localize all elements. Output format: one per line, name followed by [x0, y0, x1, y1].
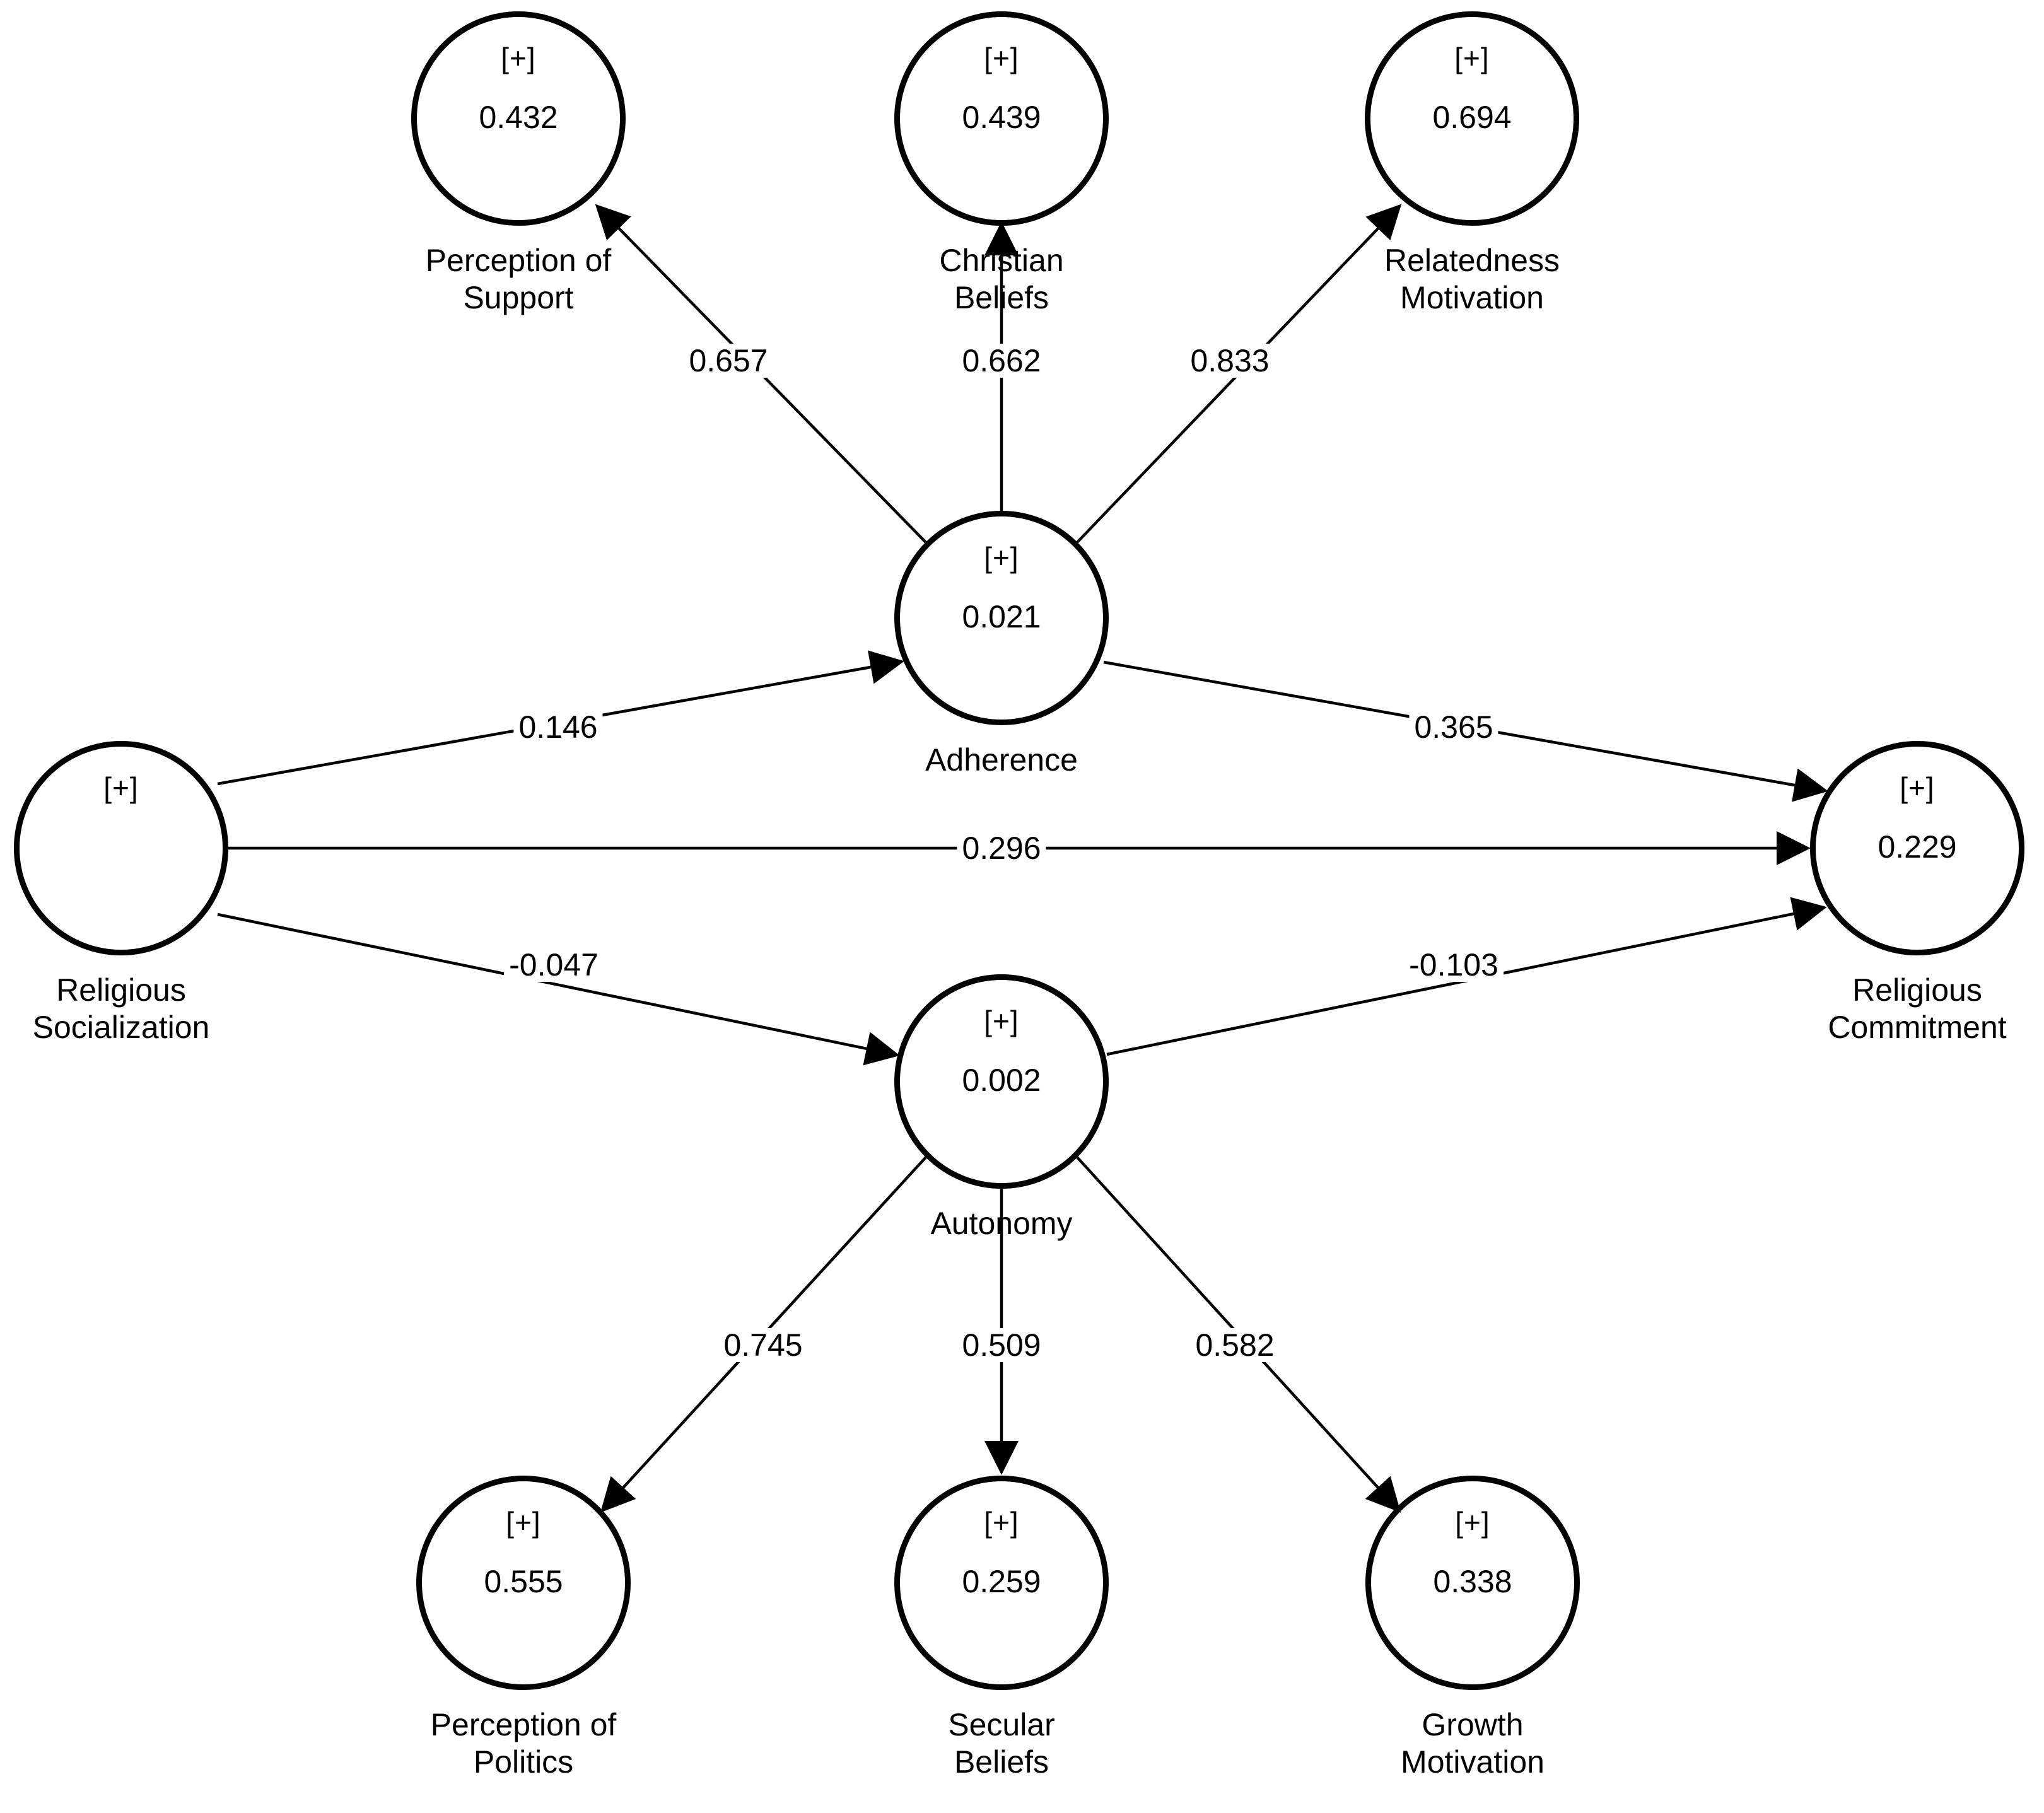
- edge-coefficient-adherence-to-perception-of-support: 0.657: [684, 344, 773, 378]
- node-value: 0.259: [962, 1564, 1041, 1599]
- node-positive-marker: [+]: [984, 1005, 1019, 1037]
- node-secular-beliefs[interactable]: [+] 0.259: [894, 1476, 1109, 1690]
- node-positive-marker: [+]: [501, 42, 536, 74]
- node-value: 0.694: [1432, 100, 1512, 135]
- node-value: 0.021: [962, 599, 1041, 634]
- node-value: 0.439: [962, 100, 1041, 135]
- node-religious-socialization[interactable]: [+]: [14, 741, 228, 955]
- node-perception-of-politics[interactable]: [+] 0.555: [416, 1476, 631, 1690]
- node-perception-of-support[interactable]: [+] 0.432: [411, 11, 626, 226]
- node-value: 0.002: [962, 1063, 1041, 1098]
- node-value: 0.432: [479, 100, 558, 135]
- node-positive-marker: [+]: [1455, 1506, 1490, 1539]
- edge-coefficient-adherence-to-relatedness-motivation: 0.833: [1185, 344, 1275, 378]
- node-value: 0.338: [1433, 1564, 1512, 1599]
- edge-coefficient-socialization-to-commitment: 0.296: [957, 831, 1046, 865]
- edge-coefficient-autonomy-to-commitment: -0.103: [1404, 948, 1504, 982]
- edge-coefficient-socialization-to-autonomy: -0.047: [504, 948, 604, 982]
- node-positive-marker: [+]: [103, 771, 139, 804]
- node-positive-marker: [+]: [984, 541, 1019, 574]
- node-religious-commitment[interactable]: [+] 0.229: [1810, 741, 2024, 955]
- edge-coefficient-socialization-to-adherence: 0.146: [513, 710, 603, 744]
- node-christian-beliefs[interactable]: [+] 0.439: [894, 11, 1109, 226]
- edge-coefficient-autonomy-to-secular-beliefs: 0.509: [957, 1328, 1046, 1362]
- node-adherence[interactable]: [+] 0.021: [894, 511, 1109, 725]
- edge-coefficient-adherence-to-christian-beliefs: 0.662: [957, 344, 1046, 378]
- node-positive-marker: [+]: [506, 1506, 541, 1539]
- node-positive-marker: [+]: [984, 42, 1019, 74]
- node-relatedness-motivation[interactable]: [+] 0.694: [1365, 11, 1579, 226]
- node-growth-motivation[interactable]: [+] 0.338: [1365, 1476, 1580, 1690]
- edge-coefficient-adherence-to-commitment: 0.365: [1409, 710, 1498, 744]
- edge-coefficient-autonomy-to-perception-of-politics: 0.745: [718, 1328, 808, 1362]
- node-positive-marker: [+]: [1454, 42, 1490, 74]
- node-autonomy[interactable]: [+] 0.002: [894, 974, 1109, 1189]
- node-positive-marker: [+]: [1900, 771, 1935, 804]
- edge-line-socialization-to-autonomy: [217, 912, 900, 1066]
- node-value: 0.229: [1878, 829, 1957, 865]
- node-value: 0.555: [484, 1564, 563, 1599]
- node-positive-marker: [+]: [984, 1506, 1019, 1539]
- edge-coefficient-autonomy-to-growth-motivation: 0.582: [1190, 1328, 1280, 1362]
